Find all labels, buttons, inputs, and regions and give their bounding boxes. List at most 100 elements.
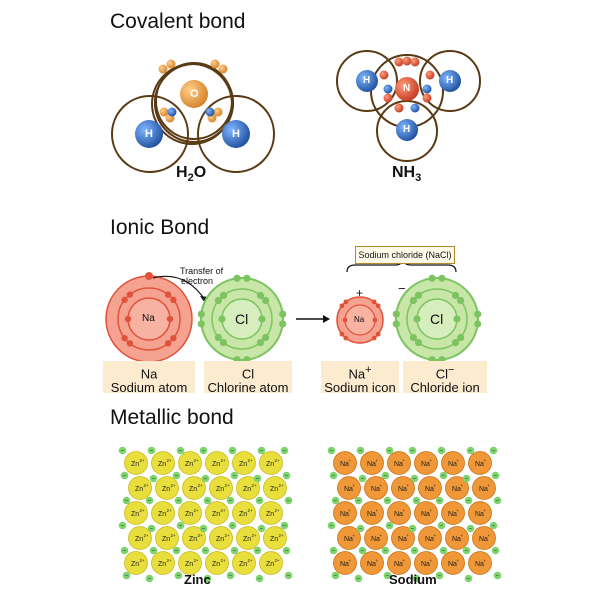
metal-ion-charge: 2+ <box>248 458 254 463</box>
metal-ion-charge: + <box>407 483 410 488</box>
metal-ion <box>441 451 465 475</box>
free-electron-sign: − <box>496 574 500 580</box>
metal-ion <box>387 451 411 475</box>
electron <box>343 299 349 305</box>
electron <box>474 320 482 328</box>
na-atom-electrons <box>121 291 177 347</box>
free-electron-sign: − <box>411 449 415 455</box>
metal-ion-symbol: Na <box>479 486 488 493</box>
free-electron <box>466 524 475 533</box>
metal-ion-symbol: Zn <box>135 486 143 493</box>
metal-ion-charge: 2+ <box>275 508 281 513</box>
ionic-title: Ionic Bond <box>110 216 210 239</box>
electron <box>164 291 172 298</box>
free-electron-sign: − <box>442 474 446 480</box>
metal-ion-charge: 2+ <box>279 533 285 538</box>
label-sodium-atom-name: Sodium atom <box>110 380 188 396</box>
free-electron <box>172 546 181 555</box>
metal-ion <box>232 451 256 475</box>
label-chlorine-atom: Cl Chlorine atom <box>204 361 292 395</box>
metal-ion-charge: 2+ <box>221 558 227 563</box>
electron <box>451 339 460 347</box>
water-oxygen-electrons <box>158 59 228 123</box>
metal-ion <box>151 501 175 525</box>
electron <box>438 274 446 282</box>
metal-ion-charge: 2+ <box>275 458 281 463</box>
electron <box>371 299 377 305</box>
cl-atom-shell2 <box>211 288 273 350</box>
free-electron-sign: − <box>287 499 291 505</box>
free-electron <box>257 446 266 455</box>
reaction-arrowhead <box>323 315 330 323</box>
metal-ion-charge: + <box>484 558 487 563</box>
free-electron-sign: − <box>359 527 363 533</box>
water-oxygen-nucleus <box>180 80 208 108</box>
metal-ion <box>360 551 384 575</box>
metal-ion-charge: 2+ <box>140 558 146 563</box>
metal-ion <box>387 551 411 575</box>
free-electron <box>491 546 500 555</box>
water-h1-shell <box>111 95 189 173</box>
cl-atom-symbol: Cl <box>235 311 249 327</box>
metal-ion <box>414 501 438 525</box>
metal-ion-symbol: Na <box>425 486 434 493</box>
free-electron <box>329 471 338 480</box>
free-electron-sign: − <box>148 577 152 583</box>
ammonia-h2-shell <box>419 50 481 112</box>
metal-ion-symbol: Zn <box>243 536 251 543</box>
free-electron <box>199 524 208 533</box>
nacl-label-box: Sodium chloride (NaCl) <box>355 246 455 264</box>
metal-ion-charge: + <box>376 458 379 463</box>
free-electron-sign: − <box>179 449 183 455</box>
free-electron-sign: − <box>121 524 125 530</box>
electron <box>126 340 134 347</box>
free-electron-sign: − <box>415 499 419 505</box>
cl-ion-shell2 <box>406 288 468 350</box>
electron <box>392 310 400 318</box>
free-electron <box>381 471 390 480</box>
free-electron <box>439 546 448 555</box>
electron <box>243 274 251 282</box>
metal-ion <box>182 526 206 550</box>
metal-ion <box>205 551 229 575</box>
free-electron <box>412 496 421 505</box>
metal-ion-charge: + <box>403 458 406 463</box>
free-electron <box>203 574 212 583</box>
metal-ion-charge: 2+ <box>140 508 146 513</box>
metal-ion <box>337 526 361 550</box>
free-electron <box>120 546 129 555</box>
free-electron-sign: − <box>283 524 287 530</box>
free-electron-sign: − <box>202 449 206 455</box>
metal-ion <box>414 551 438 575</box>
metal-ion-charge: 2+ <box>279 483 285 488</box>
metal-ion-symbol: Na <box>421 461 430 468</box>
metal-ion <box>151 551 175 575</box>
metal-ion <box>209 526 233 550</box>
free-electron <box>253 474 262 483</box>
cl-ion-minus: − <box>398 281 406 296</box>
na-atom-symbol: Na <box>142 313 155 324</box>
metal-ion-symbol: Zn <box>158 511 166 518</box>
free-electron-sign: − <box>202 527 206 533</box>
metal-ion-charge: 2+ <box>167 508 173 513</box>
free-electron <box>462 474 471 483</box>
label-chloride-ion-name: Chloride ion <box>410 380 480 396</box>
metal-ion-symbol: Zn <box>216 486 224 493</box>
electron <box>474 310 482 318</box>
free-electron <box>280 446 289 455</box>
free-electron <box>435 571 444 580</box>
metal-ion-charge: 2+ <box>167 458 173 463</box>
metal-ion <box>337 476 361 500</box>
free-electron <box>489 521 498 530</box>
metal-ion <box>259 551 283 575</box>
free-electron-sign: − <box>413 549 417 555</box>
free-electron-sign: − <box>332 474 336 480</box>
transfer-note-line2: electron <box>181 276 214 286</box>
metal-ion-symbol: Zn <box>158 461 166 468</box>
free-electron-sign: − <box>256 549 260 555</box>
metal-ion <box>205 451 229 475</box>
free-electron <box>201 474 210 483</box>
metal-ion-charge: + <box>488 533 491 538</box>
metal-ion-charge: + <box>434 533 437 538</box>
metal-ion-symbol: Na <box>394 561 403 568</box>
